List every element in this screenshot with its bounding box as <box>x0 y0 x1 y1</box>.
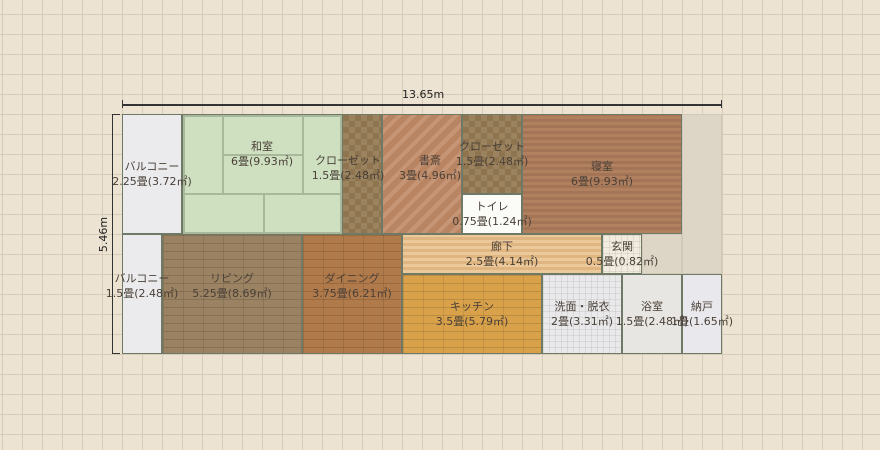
room-washitsu[interactable]: 和室 6畳(9.93㎡) <box>182 114 342 234</box>
room-dining[interactable]: ダイニング 3.75畳(6.21㎡) <box>302 234 402 354</box>
room-size: 1.5畳(2.48㎡) <box>455 155 529 168</box>
room-name: クローゼット <box>459 140 525 153</box>
room-name: 和室 <box>250 140 273 153</box>
room-bedroom[interactable]: 寝室 6畳(9.93㎡) <box>522 114 682 234</box>
room-name: 洗面・脱衣 <box>554 300 610 313</box>
room-hallway[interactable]: 廊下 2.5畳(4.14㎡) <box>402 234 602 274</box>
room-study[interactable]: 書斎 3畳(4.96㎡) <box>382 114 462 234</box>
room-size: 6畳(9.93㎡) <box>230 155 294 168</box>
tatami-mat <box>263 193 342 234</box>
room-name: 浴室 <box>641 300 663 313</box>
width-dimension-label: 13.65m <box>402 88 445 101</box>
room-name: 廊下 <box>490 240 513 253</box>
room-storage[interactable]: 納戸 1畳(1.65㎡) <box>671 274 733 354</box>
room-size: 2畳(3.31㎡) <box>550 315 614 328</box>
room-living[interactable]: リビング 5.25畳(8.69㎡) <box>162 234 302 354</box>
room-size: 3.75畳(6.21㎡) <box>312 287 392 300</box>
room-name: トイレ <box>475 200 509 213</box>
room-name: 玄関 <box>611 240 633 253</box>
room-size: 1畳(1.65㎡) <box>670 315 734 328</box>
room-entrance[interactable]: 玄関 0.5畳(0.82㎡) <box>586 234 658 274</box>
width-dimension-line <box>122 100 722 108</box>
room-size: 3畳(4.96㎡) <box>398 169 462 182</box>
empty-area <box>642 234 682 274</box>
height-dimension-label: 5.46m <box>97 216 111 253</box>
room-name: 納戸 <box>691 300 713 313</box>
room-name: 書斎 <box>418 154 441 167</box>
room-balcony-lower[interactable]: バルコニー 1.5畳(2.48㎡) <box>106 234 178 354</box>
room-size: 5.25畳(8.69㎡) <box>192 287 272 300</box>
room-name: バルコニー <box>114 272 170 285</box>
room-name: バルコニー <box>124 160 180 173</box>
room-size: 0.5畳(0.82㎡) <box>585 255 659 268</box>
room-name: クローゼット <box>315 154 381 167</box>
room-size: 1.5畳(2.48㎡) <box>615 315 689 328</box>
empty-area <box>682 114 722 274</box>
room-washroom[interactable]: 洗面・脱衣 2畳(3.31㎡) <box>542 274 622 354</box>
room-size: 2.25畳(3.72㎡) <box>112 175 192 188</box>
room-size: 1.5畳(2.48㎡) <box>105 287 179 300</box>
room-size: 2.5畳(4.14㎡) <box>465 255 539 268</box>
room-name: リビング <box>209 272 254 285</box>
room-kitchen[interactable]: キッチン 3.5畳(5.79㎡) <box>402 274 542 354</box>
room-name: 寝室 <box>590 160 613 173</box>
room-size: 1.5畳(2.48㎡) <box>311 169 385 182</box>
height-dimension-line <box>112 114 120 354</box>
room-closet-2[interactable]: クローゼット 1.5畳(2.48㎡) <box>456 114 528 194</box>
room-size: 3.5畳(5.79㎡) <box>435 315 509 328</box>
room-bathroom[interactable]: 浴室 1.5畳(2.48㎡) <box>616 274 688 354</box>
room-closet-1[interactable]: クローゼット 1.5畳(2.48㎡) <box>312 114 384 234</box>
room-size: 6畳(9.93㎡) <box>570 175 634 188</box>
tatami-mat <box>183 193 265 234</box>
room-toilet[interactable]: トイレ 0.75畳(1.24㎡) <box>452 194 532 234</box>
room-name: キッチン <box>449 300 494 313</box>
room-size: 0.75畳(1.24㎡) <box>452 215 532 228</box>
room-name: ダイニング <box>324 272 380 285</box>
room-balcony-upper[interactable]: バルコニー 2.25畳(3.72㎡) <box>112 114 192 234</box>
